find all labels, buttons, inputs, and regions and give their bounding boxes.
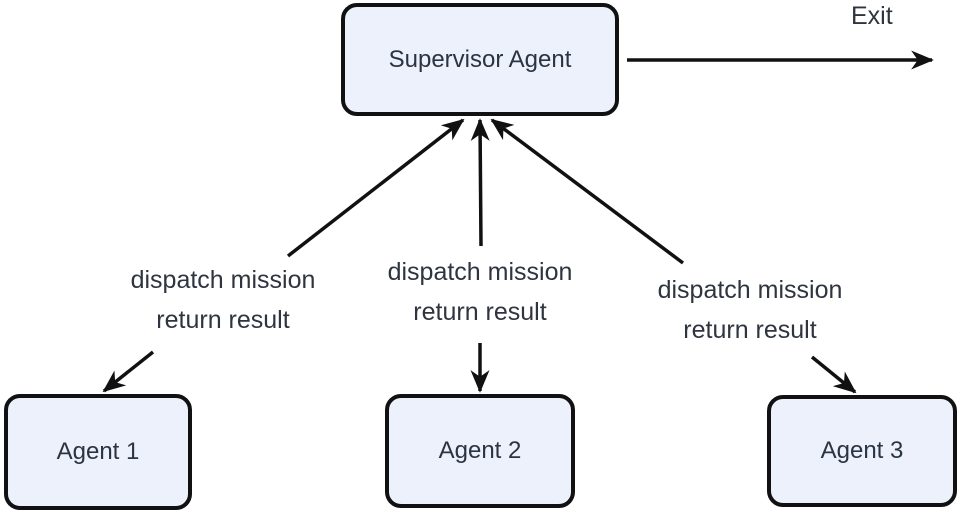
edge-agent3-to-supervisor bbox=[490, 118, 685, 265]
edge-label-agent3: dispatch mission return result bbox=[658, 270, 843, 350]
edge-label-agent1-line2: return result bbox=[156, 306, 290, 334]
exit-label: Exit bbox=[851, 2, 893, 30]
node-agent-3-label: Agent 3 bbox=[820, 437, 904, 464]
edge-supervisor-to-agent1 bbox=[102, 350, 155, 393]
edge-label-agent3-line2: return result bbox=[683, 316, 817, 344]
edge-label-agent1: dispatch mission return result bbox=[131, 260, 316, 340]
node-agent-1: Agent 1 bbox=[4, 394, 192, 510]
node-agent-2-label: Agent 2 bbox=[438, 437, 522, 464]
edge-label-agent2-line2: return result bbox=[413, 298, 547, 326]
edge-agent2-to-supervisor bbox=[470, 118, 490, 247]
node-agent-1-label: Agent 1 bbox=[56, 438, 140, 465]
edge-supervisor-to-agent3 bbox=[810, 355, 857, 394]
edge-label-agent3-line1: dispatch mission bbox=[657, 276, 843, 304]
node-supervisor-agent-label: Supervisor Agent bbox=[388, 45, 572, 73]
node-supervisor-agent: Supervisor Agent bbox=[341, 3, 619, 116]
node-agent-2: Agent 2 bbox=[385, 394, 575, 508]
edge-agent1-to-supervisor bbox=[286, 118, 465, 258]
edge-label-agent2: dispatch mission return result bbox=[388, 252, 573, 332]
edge-label-agent2-line1: dispatch mission bbox=[387, 258, 573, 286]
edge-label-agent1-line1: dispatch mission bbox=[130, 266, 316, 294]
node-agent-3: Agent 3 bbox=[767, 395, 957, 507]
